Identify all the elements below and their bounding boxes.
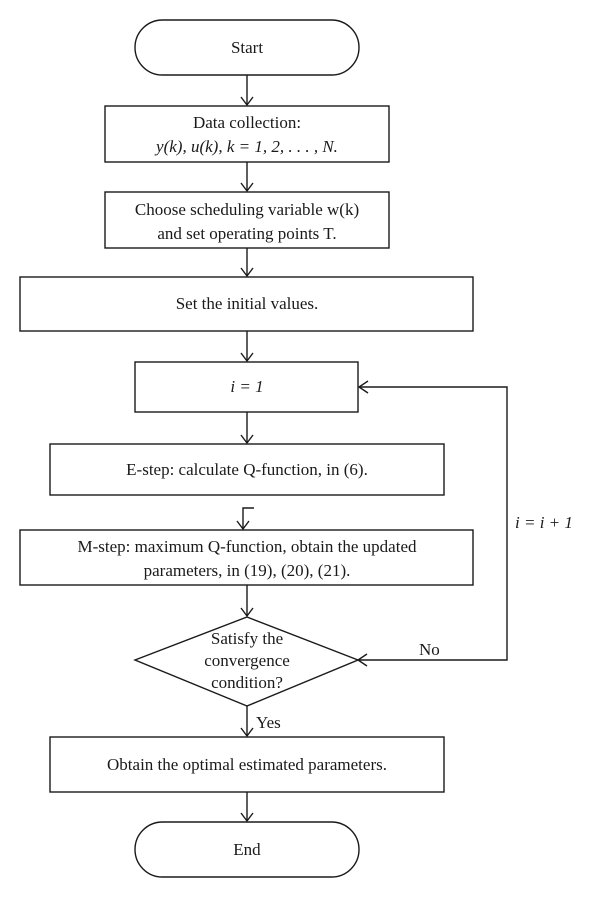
- loop-no-path: [358, 386, 508, 661]
- optimal-params-label: Obtain the optimal estimated parameters.: [107, 755, 387, 774]
- arrowhead-choose-to-initial: [240, 267, 254, 278]
- init-i-label: i = 1: [230, 377, 263, 396]
- arrowhead-data-to-choose: [240, 182, 254, 193]
- arrowhead-mstep-to-decision: [240, 607, 254, 618]
- arrowhead-start-to-data: [240, 96, 254, 107]
- arrowhead-i-to-estep: [240, 434, 254, 445]
- arrowhead-no-into-decision: [356, 653, 368, 667]
- e-step-label: E-step: calculate Q-function, in (6).: [126, 460, 368, 479]
- arrow-estep-to-mstep: [242, 507, 254, 529]
- data-collection-box: [104, 105, 390, 163]
- start-label: Start: [231, 38, 263, 57]
- choose-scheduling-line1: Choose scheduling variable w(k): [135, 200, 359, 219]
- decision-line2: convergence: [204, 651, 290, 670]
- decision-line3: condition?: [211, 673, 283, 692]
- m-step-line2: parameters, in (19), (20), (21).: [144, 561, 351, 580]
- e-step-box: [49, 443, 445, 496]
- arrowhead-estep-to-mstep: [236, 520, 250, 531]
- yes-label: Yes: [256, 713, 281, 732]
- data-collection-line1: Data collection:: [193, 113, 301, 132]
- optimal-params-box: [49, 736, 445, 793]
- decision-line1: Satisfy the: [211, 629, 283, 648]
- arrowhead-optimal-to-end: [240, 812, 254, 823]
- no-label: No: [419, 640, 440, 659]
- data-collection-line2: y(k), u(k), k = 1, 2, . . . , N.: [154, 137, 338, 156]
- end-label: End: [233, 840, 261, 859]
- m-step-line1: M-step: maximum Q-function, obtain the u…: [78, 537, 417, 556]
- loop-increment-label: i = i + 1: [515, 513, 573, 532]
- arrowhead-initial-to-i: [240, 352, 254, 363]
- initial-values-label: Set the initial values.: [176, 294, 319, 313]
- choose-scheduling-line2: and set operating points T.: [157, 224, 336, 243]
- initial-values-box: [19, 276, 474, 332]
- arrowhead-decision-to-optimal: [240, 727, 254, 738]
- arrowhead-loop-into-i: [357, 380, 369, 394]
